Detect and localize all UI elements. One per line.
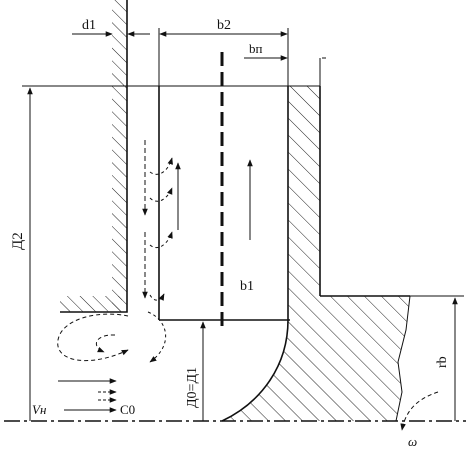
main-disc bbox=[221, 86, 411, 422]
label-vn: Vн bbox=[32, 402, 46, 417]
label-d2: Д2 bbox=[10, 232, 26, 250]
inlet-flow-arrows bbox=[58, 378, 117, 413]
inlet-vortex bbox=[57, 311, 167, 363]
label-b1: b1 bbox=[240, 279, 254, 294]
dimension-bn bbox=[244, 55, 326, 86]
dimension-rb bbox=[410, 295, 464, 421]
dimension-b2 bbox=[158, 28, 289, 86]
label-omega: ω bbox=[408, 434, 417, 449]
label-bn: bп bbox=[249, 41, 263, 56]
impeller-channel bbox=[158, 86, 290, 321]
rotation-arrow bbox=[400, 391, 439, 431]
label-c0: C0 bbox=[120, 402, 135, 417]
label-b2: b2 bbox=[217, 18, 231, 33]
label-rb: rb bbox=[435, 356, 450, 368]
left-casing-wall bbox=[60, 0, 128, 313]
flow-arrows bbox=[142, 140, 253, 301]
label-d1: d1 bbox=[82, 18, 96, 33]
label-d0-d1: Д0=Д1 bbox=[185, 367, 200, 408]
